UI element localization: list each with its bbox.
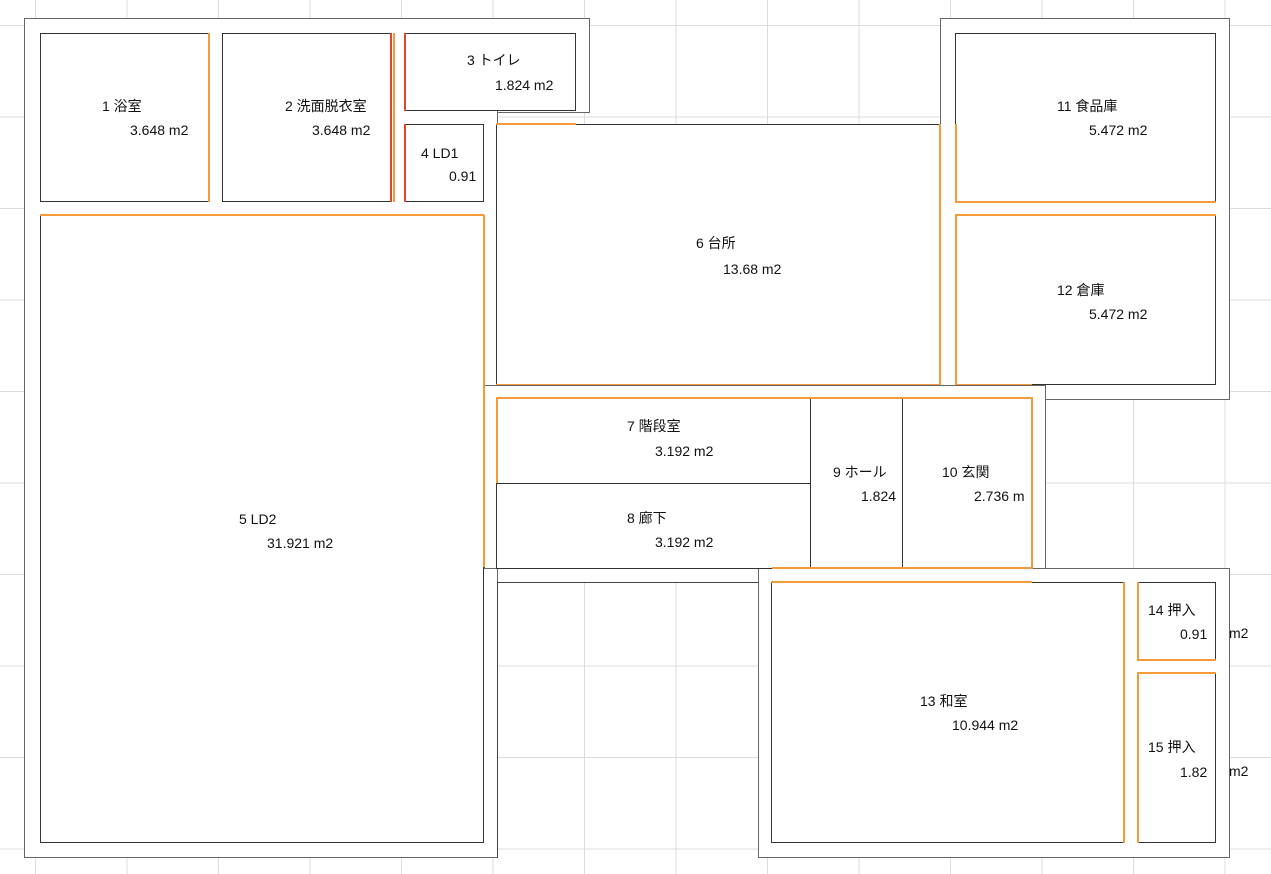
room-area: 1.824 <box>861 488 897 504</box>
wall-seam-cover <box>498 569 758 582</box>
room-label: 1 浴室 <box>102 98 142 114</box>
room-edge <box>483 215 485 567</box>
room-area-suffix: m2 <box>1229 763 1249 779</box>
room-area: 0.91 <box>449 168 477 184</box>
room-11-pantry[interactable]: 11 食品庫 5.472 m2 <box>955 33 1216 202</box>
room-area: 13.68 m2 <box>723 261 782 277</box>
room-4-ld1[interactable]: 4 LD1 0.91 <box>404 124 484 202</box>
room-edge <box>955 124 957 202</box>
room-area: 3.192 m2 <box>655 534 714 550</box>
room-1-bath[interactable]: 1 浴室 3.648 m2 <box>40 33 209 202</box>
room-area: 3.648 m2 <box>312 122 371 138</box>
room-edge <box>1137 672 1216 674</box>
room-label: 12 倉庫 <box>1057 282 1105 298</box>
room-area: 2.736 m <box>974 488 1025 504</box>
empty-room-south[interactable] <box>497 582 758 858</box>
room-label: 2 洗面脱衣室 <box>285 98 367 114</box>
room-3-toilet[interactable]: 3 トイレ 1.824 m2 <box>404 33 576 111</box>
room-label: 7 階段室 <box>627 418 681 434</box>
room-area: 31.921 m2 <box>267 535 334 551</box>
room-edge <box>208 33 210 202</box>
room-14-closet[interactable]: 14 押入 0.91 <box>1137 582 1216 660</box>
room-15-closet[interactable]: 15 押入 1.82 <box>1137 673 1216 843</box>
room-edge <box>404 33 406 111</box>
room-area: 10.944 m2 <box>952 717 1019 733</box>
room-edge <box>496 397 811 399</box>
room-12-storage[interactable]: 12 倉庫 5.472 m2 <box>955 215 1216 385</box>
room-edge <box>40 214 484 216</box>
room-label: 11 食品庫 <box>1057 98 1118 114</box>
room-label: 5 LD2 <box>239 511 277 527</box>
room-label: 8 廊下 <box>627 510 667 526</box>
room-edge <box>810 397 1033 399</box>
room-8-corridor[interactable]: 8 廊下 3.192 m2 <box>496 483 811 569</box>
room-label: 14 押入 <box>1148 602 1196 618</box>
room-edge <box>955 201 1216 203</box>
room-edge <box>404 124 406 202</box>
room-label: 6 台所 <box>696 235 736 251</box>
room-label: 3 トイレ <box>467 52 521 68</box>
room-6-kitchen[interactable]: 6 台所 13.68 m2 <box>496 124 941 385</box>
room-13-japanese-room[interactable]: 13 和室 10.944 m2 <box>771 582 1125 843</box>
room-edge <box>772 567 1033 569</box>
room-edge <box>390 33 392 202</box>
room-area: 0.91 <box>1180 626 1208 642</box>
room-area: 5.472 m2 <box>1089 306 1148 322</box>
room-edge <box>1137 582 1139 660</box>
room-area: 1.824 m2 <box>495 77 554 93</box>
room-5-ld2[interactable]: 5 LD2 31.921 m2 <box>40 215 484 843</box>
room-10-entrance[interactable]: 10 玄関 2.736 m <box>902 398 1033 569</box>
room-edge <box>939 124 941 385</box>
room-label: 9 ホール <box>833 464 887 480</box>
room-7-stairwell[interactable]: 7 階段室 3.192 m2 <box>496 398 811 484</box>
room-edge <box>496 123 576 125</box>
room-edge <box>1031 398 1033 568</box>
room-label: 13 和室 <box>920 693 968 709</box>
room-edge <box>771 581 1032 583</box>
room-edge <box>955 215 957 385</box>
room-area: 3.192 m2 <box>655 443 714 459</box>
room-label: 10 玄関 <box>942 464 990 480</box>
room-edge <box>1137 673 1139 843</box>
room-edge <box>955 214 1216 216</box>
room-9-hall[interactable]: 9 ホール 1.824 <box>810 398 903 569</box>
room-area: 1.82 <box>1180 764 1208 780</box>
room-2-washroom[interactable]: 2 洗面脱衣室 3.648 m2 <box>222 33 392 202</box>
room-area: 5.472 m2 <box>1089 122 1148 138</box>
room-edge <box>1123 582 1125 843</box>
room-area-suffix: m2 <box>1229 625 1249 641</box>
room-label: 15 押入 <box>1148 739 1196 755</box>
room-edge <box>1137 659 1216 661</box>
room-label: 4 LD1 <box>421 145 459 161</box>
room-edge <box>393 33 395 202</box>
room-area: 3.648 m2 <box>130 122 189 138</box>
